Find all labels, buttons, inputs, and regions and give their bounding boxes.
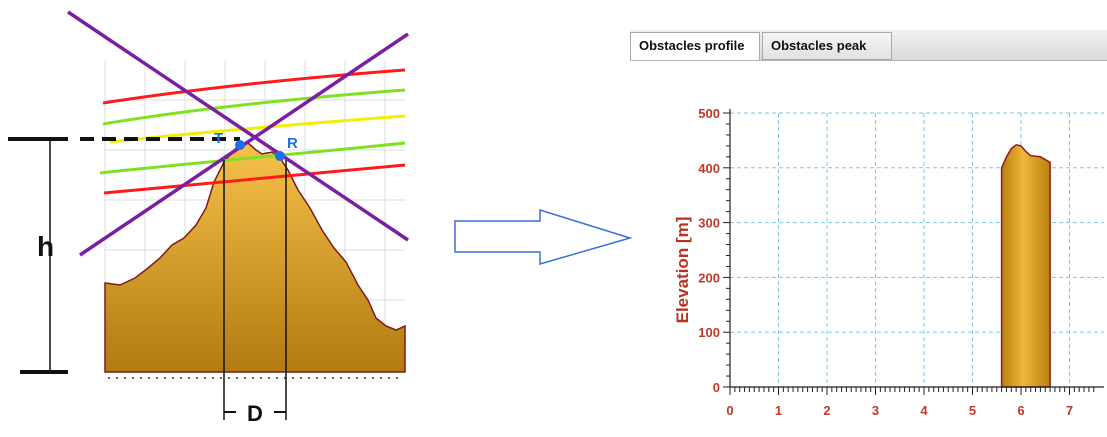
y-tick-label: 300 [698, 216, 720, 231]
y-tick-label: 500 [698, 106, 720, 121]
y-tick-label: 200 [698, 270, 720, 285]
point-r-label: R [287, 135, 298, 152]
x-tick-label: 0 [726, 403, 733, 418]
height-label: h [37, 231, 54, 262]
x-tick-label: 1 [775, 403, 782, 418]
y-tick-label: 0 [713, 380, 720, 395]
x-tick-label: 2 [823, 403, 830, 418]
chart-area-layer [1000, 144, 1051, 388]
tab-obstacles-profile[interactable]: Obstacles profile [630, 32, 760, 60]
terrain-profile [104, 142, 406, 373]
x-tick-label: 3 [872, 403, 879, 418]
chart-tab-strip: Obstacles profile Obstacles peak [630, 30, 1107, 61]
distance-label: D [247, 401, 263, 426]
left-figure: h D T R [8, 10, 409, 426]
point-t-label: T [214, 130, 223, 147]
x-tick-label: 4 [920, 403, 928, 418]
distance-span [223, 160, 287, 420]
elevation-chart: 0 100 200 300 400 500 0 1 2 3 4 5 6 7 Elevation [m] [673, 106, 1104, 418]
y-tick-label: 100 [698, 325, 720, 340]
right-arrow-outline-icon [454, 208, 633, 265]
fresnel-curves [99, 68, 406, 195]
point-t-marker [235, 140, 245, 150]
y-tick-label: 400 [698, 161, 720, 176]
chart-axes: 0 100 200 300 400 500 0 1 2 3 4 5 6 7 [698, 106, 1104, 418]
x-tick-label: 5 [969, 403, 976, 418]
height-reference [8, 137, 240, 374]
x-tick-label: 6 [1017, 403, 1024, 418]
elevation-area [1000, 144, 1051, 388]
tab-obstacles-peak[interactable]: Obstacles peak [762, 32, 892, 60]
x-tick-label: 7 [1066, 403, 1073, 418]
y-axis-label: Elevation [m] [673, 217, 692, 324]
point-r-marker [275, 151, 285, 161]
